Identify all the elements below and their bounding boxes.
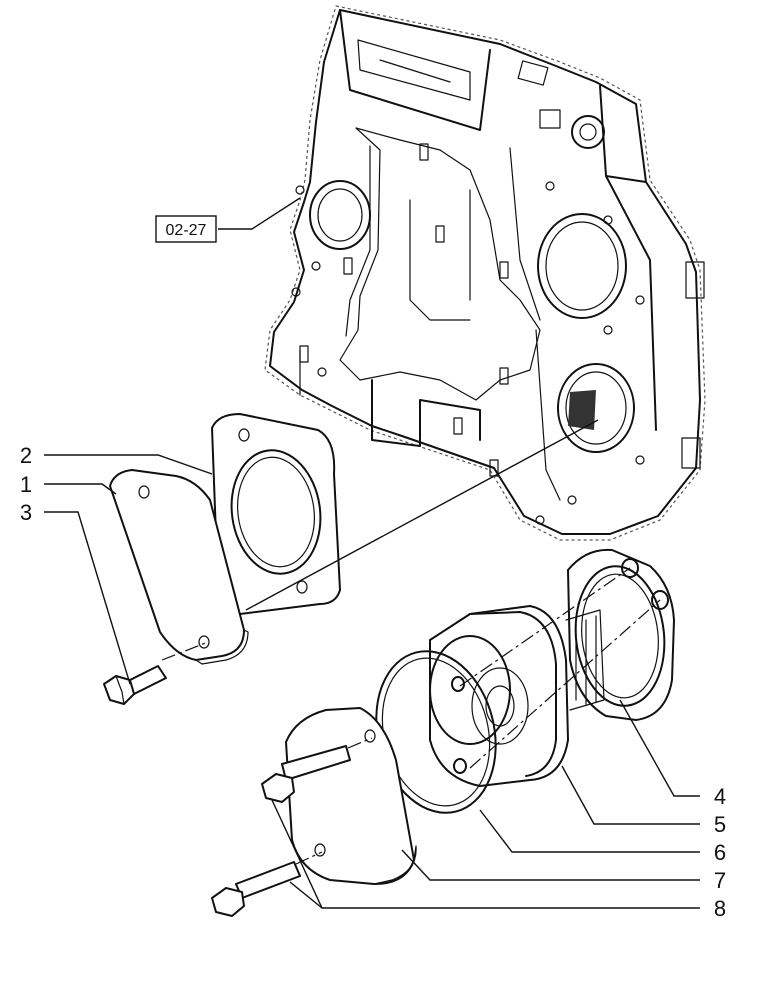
- callout-6: 6: [714, 840, 726, 865]
- bolt-part-8-lower: [211, 861, 301, 917]
- reference-label-box: 02-27: [155, 215, 217, 243]
- callout-5: 5: [714, 812, 726, 837]
- bolt-part-3: [103, 665, 167, 705]
- callout-3: 3: [20, 500, 32, 525]
- leader-lines: [44, 197, 700, 909]
- pump-body-part-5: [429, 605, 605, 787]
- callout-4: 4: [714, 784, 726, 809]
- callout-2: 2: [20, 443, 32, 468]
- transmission-housing: [264, 5, 706, 541]
- reference-label: 02-27: [166, 222, 207, 239]
- cover-part-7: [285, 707, 417, 885]
- callout-7: 7: [714, 868, 726, 893]
- callout-1: 1: [20, 472, 32, 497]
- cover-plate-part-1: [109, 469, 249, 665]
- callout-8: 8: [714, 896, 726, 921]
- bolt-part-8-upper: [261, 745, 351, 803]
- assembly-lines: [161, 419, 661, 865]
